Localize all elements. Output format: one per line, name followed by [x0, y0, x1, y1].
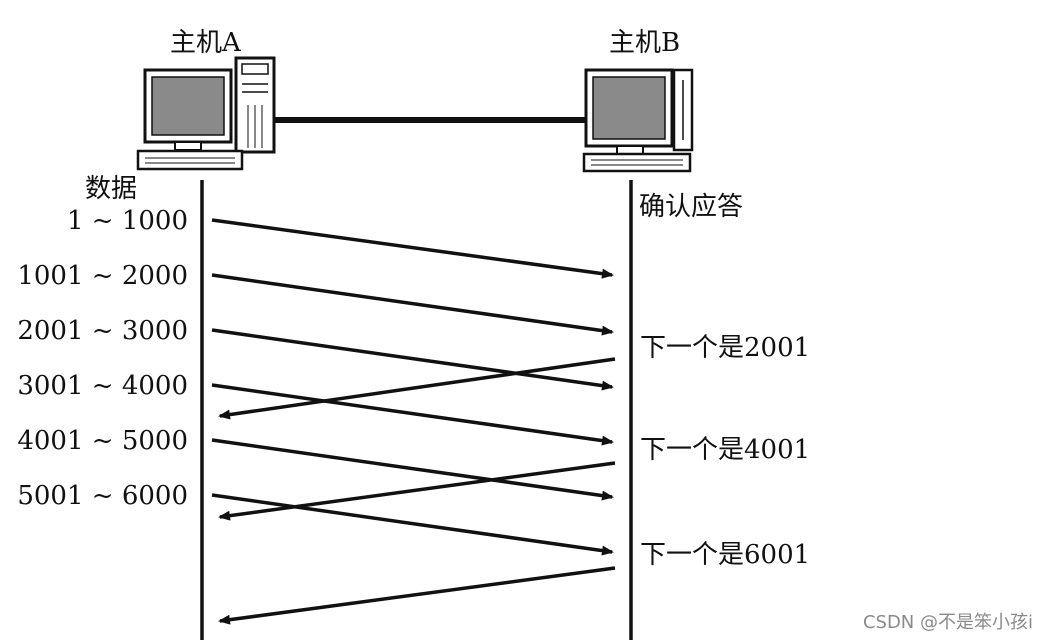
- ack-label: 下一个是6001: [640, 540, 811, 570]
- host-b-label: 主机B: [609, 28, 681, 58]
- data-arrow: [211, 493, 614, 556]
- segment-label: 1001 ~ 2000: [17, 261, 188, 291]
- ack-arrow: [218, 461, 616, 521]
- data-heading: 数据: [85, 174, 138, 204]
- ack-heading: 确认应答: [639, 192, 744, 222]
- segment-label: 4001 ~ 5000: [17, 426, 188, 456]
- data-arrow: [211, 273, 614, 336]
- data-arrow: [211, 383, 614, 446]
- data-arrow: [211, 218, 614, 279]
- watermark: CSDN @不是笨小孩i: [862, 612, 1033, 633]
- host-a-label: 主机A: [170, 28, 241, 58]
- segment-label: 2001 ~ 3000: [17, 316, 188, 346]
- data-arrow: [211, 438, 614, 501]
- ack-arrow: [218, 357, 616, 420]
- ack-arrow: [218, 566, 616, 625]
- segment-label: 5001 ~ 6000: [17, 481, 188, 511]
- host-b-computer-icon: [582, 68, 694, 173]
- data-arrow: [211, 328, 614, 391]
- host-a-computer-icon: [136, 56, 276, 171]
- segment-label: 1 ~ 1000: [66, 206, 188, 236]
- ack-label: 下一个是2001: [640, 333, 811, 363]
- segment-label: 3001 ~ 4000: [17, 371, 188, 401]
- ack-label: 下一个是4001: [640, 435, 811, 465]
